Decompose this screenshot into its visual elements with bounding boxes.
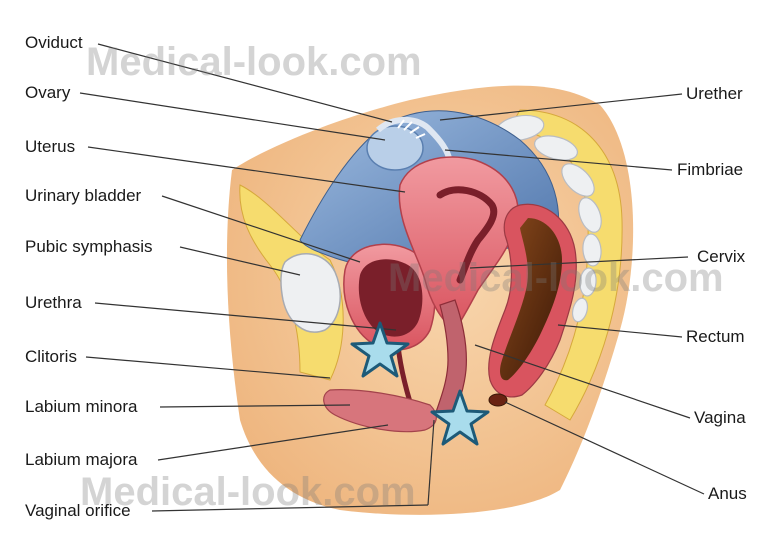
label-vagina: Vagina: [694, 408, 746, 428]
label-rectum: Rectum: [686, 327, 745, 347]
label-urether: Urether: [686, 84, 743, 104]
watermark-middle: Medical-look.com: [388, 256, 724, 300]
label-ovary: Ovary: [25, 83, 70, 103]
label-labium-minora: Labium minora: [25, 397, 137, 417]
label-vaginal-orifice: Vaginal orifice: [25, 501, 131, 521]
watermark-top: Medical-look.com: [86, 40, 422, 84]
label-fimbriae: Fimbriae: [677, 160, 743, 180]
label-urethra: Urethra: [25, 293, 82, 313]
label-anus: Anus: [708, 484, 747, 504]
label-clitoris: Clitoris: [25, 347, 77, 367]
label-uterus: Uterus: [25, 137, 75, 157]
label-pubic-symphasis: Pubic symphasis: [25, 237, 153, 257]
anus-shape: [489, 394, 507, 406]
ovary-shape: [367, 126, 423, 170]
label-cervix: Cervix: [697, 247, 745, 267]
label-oviduct: Oviduct: [25, 33, 83, 53]
label-labium-majora: Labium majora: [25, 450, 137, 470]
label-urinary-bladder: Urinary bladder: [25, 186, 141, 206]
